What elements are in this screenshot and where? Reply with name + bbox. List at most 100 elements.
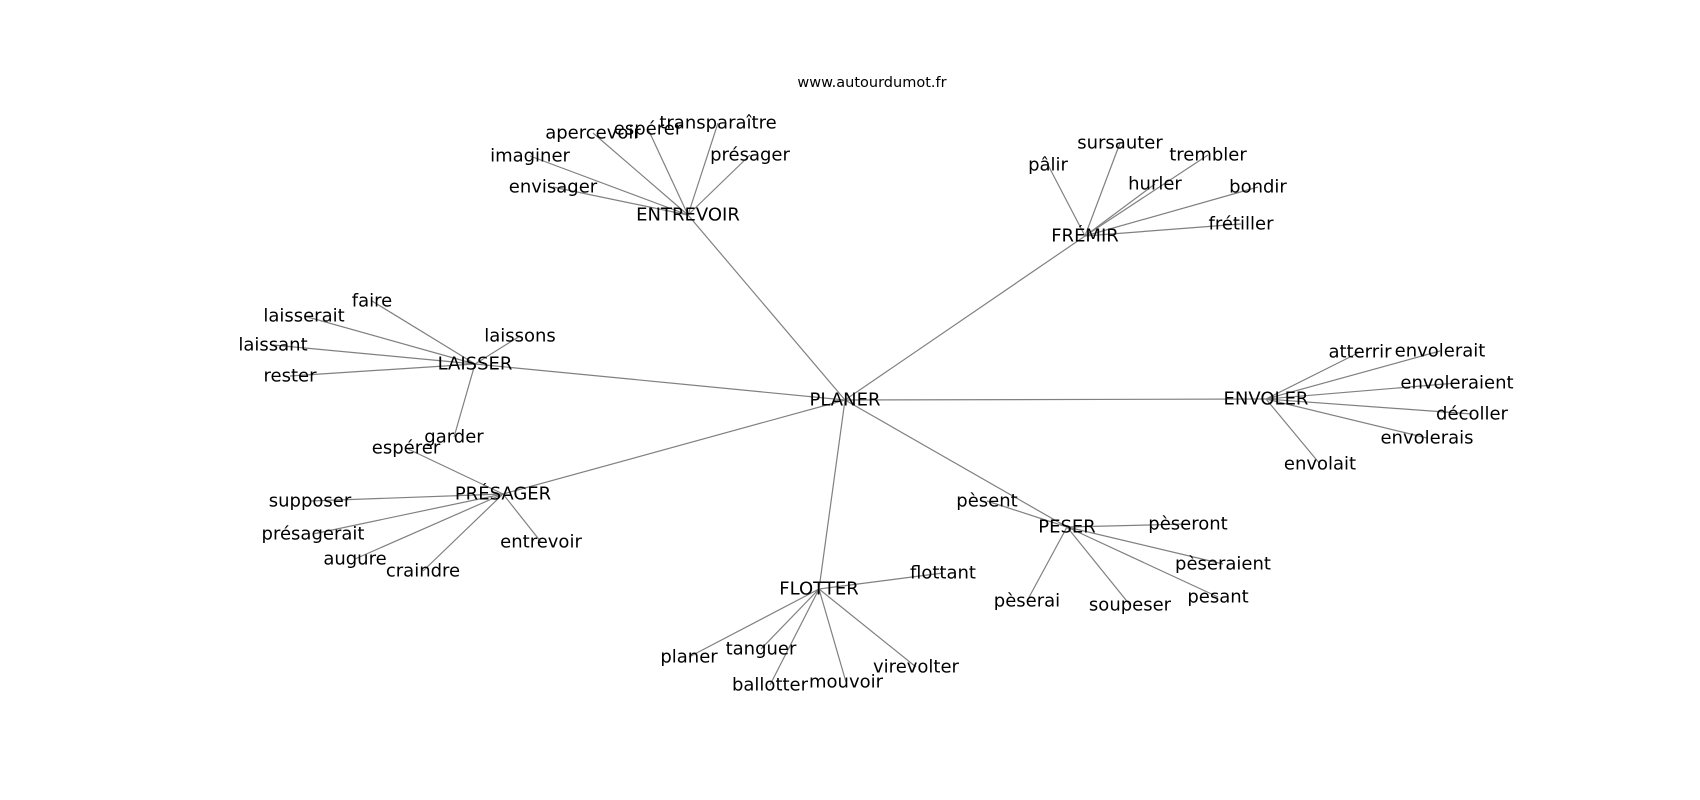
edge-center-fremir [844, 235, 1086, 401]
edge-presager-hub-presagerait [312, 493, 504, 535]
edge-envoler-envoleraient [1265, 382, 1458, 400]
leaf-node-esperer[interactable]: espérer [614, 119, 683, 140]
edge-fremir-palir [1047, 164, 1086, 237]
edge-center-presager-hub [502, 399, 846, 495]
edge-peser-peseraient [1066, 526, 1224, 565]
site-title[interactable]: www.autourdumot.fr [797, 75, 946, 91]
edge-peser-peserai [1026, 526, 1068, 602]
edge-entrevoir-presager [687, 154, 751, 216]
leaf-node-decoller[interactable]: décoller [1436, 404, 1508, 425]
leaf-node-faire[interactable]: faire [352, 291, 392, 312]
edge-entrevoir-apercevoir [592, 132, 689, 216]
leaf-node-envolerait[interactable]: envolerait [1395, 341, 1486, 362]
edge-presager-hub-supposer [309, 493, 504, 502]
leaf-node-atterrir[interactable]: atterrir [1328, 342, 1392, 363]
leaf-node-ballotter[interactable]: ballotter [732, 675, 809, 696]
leaf-node-transparaitre[interactable]: transparaître [659, 113, 776, 134]
edge-presager-hub-entrevoir-leaf [502, 493, 542, 543]
leaf-node-pesant[interactable]: pesant [1187, 587, 1248, 608]
edge-envoler-decoller [1265, 398, 1473, 415]
leaf-node-imaginer[interactable]: imaginer [490, 146, 570, 167]
leaf-node-presagerait[interactable]: présagerait [262, 524, 365, 545]
edge-fremir-fretiller [1084, 223, 1242, 237]
graph-labels: apercevoirespérertransparaîtreprésagerim… [238, 113, 1513, 696]
leaf-node-peserai[interactable]: pèserai [994, 591, 1060, 612]
leaf-node-palir[interactable]: pâlir [1028, 155, 1068, 176]
leaf-node-augure[interactable]: augure [323, 549, 386, 570]
hub-node-peser[interactable]: PESER [1038, 517, 1096, 538]
leaf-node-laisserait[interactable]: laisserait [263, 306, 344, 327]
edge-entrevoir-esperer [647, 128, 689, 216]
edge-entrevoir-transparaitre [687, 122, 719, 216]
leaf-node-peseraient[interactable]: pèseraient [1175, 554, 1271, 575]
edge-laisser-laissant [272, 344, 476, 365]
edge-fremir-trembler [1084, 154, 1209, 237]
leaf-node-laissant[interactable]: laissant [238, 335, 307, 356]
leaf-node-trembler[interactable]: trembler [1169, 145, 1247, 166]
leaf-node-envoleraient[interactable]: envoleraient [1400, 373, 1513, 394]
edge-peser-peseront [1066, 523, 1189, 528]
leaf-node-sursauter[interactable]: sursauter [1077, 133, 1163, 154]
edge-flotter-mouvoir [818, 588, 847, 683]
leaf-node-craindre[interactable]: craindre [386, 561, 460, 582]
edge-center-envoler [844, 398, 1267, 401]
edge-flotter-flottant [818, 572, 944, 590]
edge-envoler-envolerais [1265, 398, 1428, 439]
leaf-node-envolait[interactable]: envolait [1284, 454, 1356, 475]
edge-flotter-virevolter [818, 588, 917, 668]
hub-node-laisser[interactable]: LAISSER [438, 354, 513, 375]
edge-peser-pesent [986, 500, 1068, 528]
hub-node-presager-hub[interactable]: PRÉSAGER [455, 483, 551, 505]
edge-envoler-envolerait [1265, 350, 1441, 400]
leaf-node-virevolter[interactable]: virevolter [873, 657, 960, 678]
edge-presager-hub-craindre [422, 493, 504, 572]
leaf-node-garder[interactable]: garder [424, 427, 484, 448]
hub-node-envoler[interactable]: ENVOLER [1224, 389, 1309, 410]
edge-center-peser [844, 399, 1068, 528]
leaf-node-fretiller[interactable]: frétiller [1209, 214, 1275, 235]
edge-peser-pesant [1066, 526, 1219, 598]
edge-flotter-ballotter [769, 588, 820, 686]
hub-node-entrevoir[interactable]: ENTREVOIR [636, 205, 740, 226]
leaf-node-rester[interactable]: rester [264, 366, 318, 387]
leaf-node-apercevoir[interactable]: apercevoir [545, 123, 641, 144]
edge-laisser-rester [289, 363, 476, 377]
hub-node-flotter[interactable]: FLOTTER [779, 579, 858, 600]
edge-entrevoir-imaginer [529, 155, 689, 216]
leaf-node-envolerais[interactable]: envolerais [1380, 428, 1473, 449]
edge-flotter-tanguer [760, 588, 820, 650]
leaf-node-soupeser[interactable]: soupeser [1089, 595, 1172, 616]
edge-laisser-garder [453, 363, 476, 438]
leaf-node-bondir[interactable]: bondir [1229, 177, 1287, 198]
leaf-node-envisager[interactable]: envisager [509, 177, 598, 198]
edge-presager-hub-augure [354, 493, 504, 560]
leaf-node-laissons[interactable]: laissons [484, 326, 556, 347]
edge-presager-hub-esperer2 [405, 447, 504, 495]
leaf-node-supposer[interactable]: supposer [269, 491, 352, 512]
edge-entrevoir-envisager [552, 186, 689, 216]
leaf-node-flottant[interactable]: flottant [910, 563, 976, 584]
edge-center-laisser [474, 363, 846, 401]
leaf-node-esperer2[interactable]: espérer [372, 438, 441, 459]
edge-envoler-atterrir [1265, 351, 1361, 400]
leaf-node-peseront[interactable]: pèseront [1148, 514, 1227, 535]
leaf-node-presager[interactable]: présager [710, 145, 790, 166]
edge-laisser-laissons [474, 335, 521, 365]
edge-fremir-hurler [1084, 183, 1156, 237]
edge-laisser-faire [371, 300, 476, 365]
edge-flotter-planer [688, 588, 820, 658]
edge-center-flotter [818, 399, 846, 590]
edge-fremir-bondir [1084, 186, 1259, 237]
edge-envoler-envolait [1265, 398, 1321, 465]
leaf-node-mouvoir[interactable]: mouvoir [809, 672, 884, 693]
edge-fremir-sursauter [1084, 142, 1121, 237]
edge-center-entrevoir [687, 214, 846, 401]
leaf-node-tanguer[interactable]: tanguer [726, 639, 797, 660]
leaf-node-entrevoir-leaf[interactable]: entrevoir [500, 532, 582, 553]
hub-node-fremir[interactable]: FRÉMIR [1051, 225, 1119, 247]
leaf-node-pesent[interactable]: pèsent [956, 491, 1017, 512]
leaf-node-hurler[interactable]: hurler [1128, 174, 1182, 195]
leaf-node-planer[interactable]: planer [660, 647, 718, 668]
center-node[interactable]: PLANER [810, 390, 881, 411]
